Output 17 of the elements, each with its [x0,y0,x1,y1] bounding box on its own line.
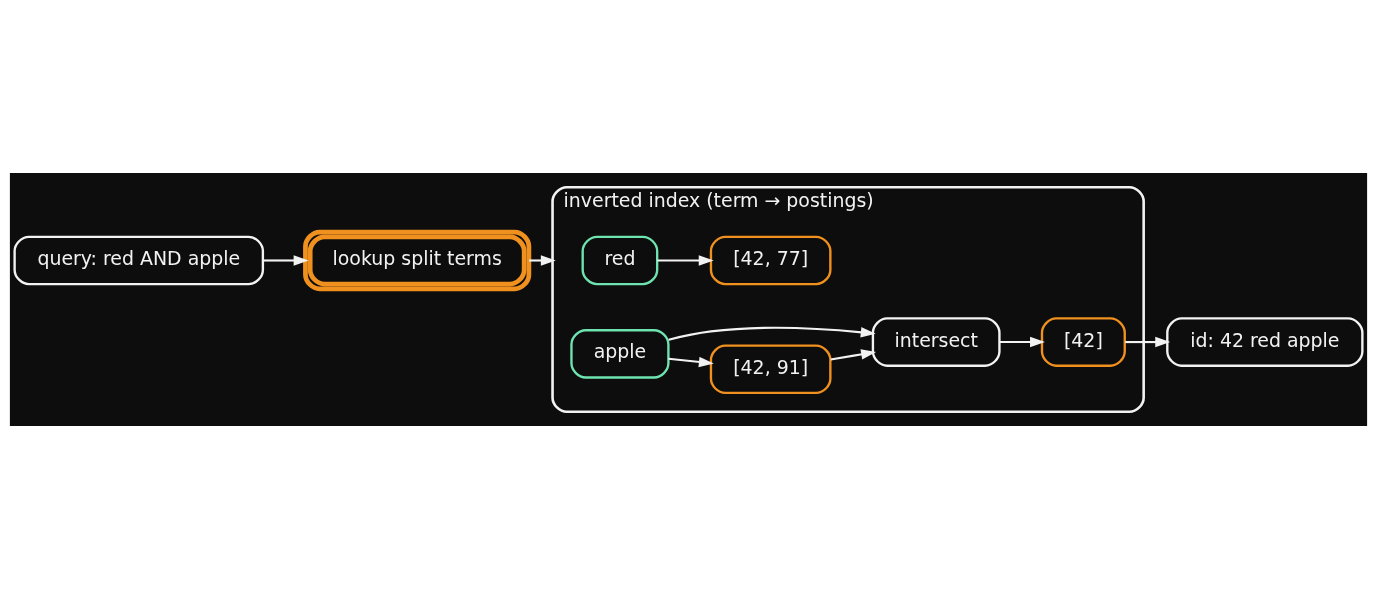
arrow [830,348,877,360]
arrow [263,254,309,266]
node-box: [42] [1040,316,1126,367]
arrow [1125,336,1171,347]
node-box: query: red AND apple [13,235,265,285]
arrow [657,254,714,266]
node-box: id: 42 red apple [1166,316,1364,367]
arrow [529,254,556,266]
node-box: lookup split terms [303,229,532,291]
node-box: [42, 91] [709,343,832,394]
node-box: red [581,235,659,285]
node-box: apple [570,328,670,379]
arrow [668,356,714,367]
arrow [999,336,1045,347]
node-box: intersect [871,316,1001,367]
arrow [668,326,876,341]
node-box: [42, 77] [709,235,832,285]
